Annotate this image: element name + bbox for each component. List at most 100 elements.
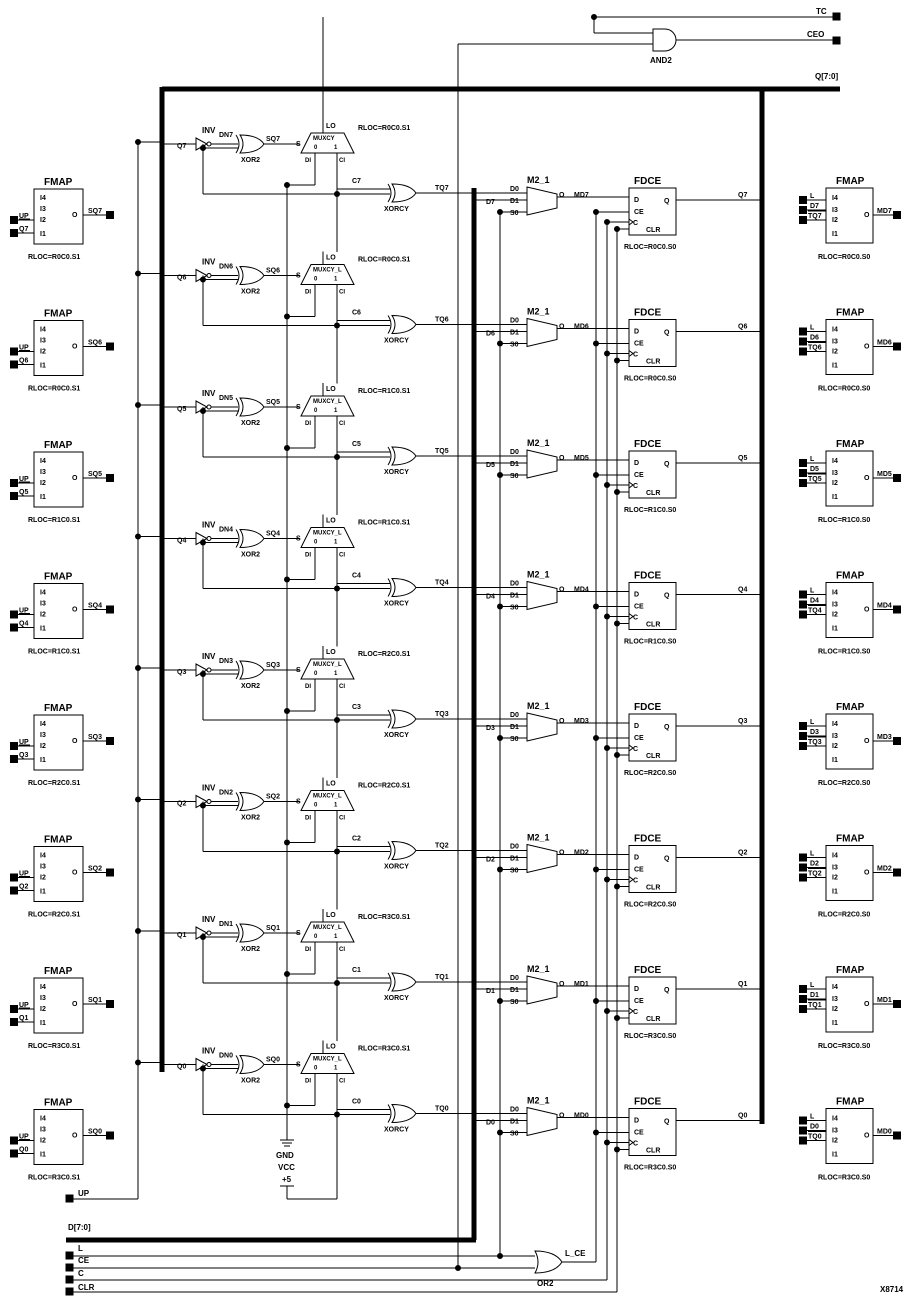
q-label: Q1 bbox=[19, 1015, 28, 1022]
md-label: MD7 bbox=[574, 192, 589, 199]
fdce-box bbox=[628, 187, 677, 236]
rloc-label: RLOC=R3C0.S0 bbox=[818, 1043, 870, 1050]
pin-label: 1 bbox=[334, 934, 338, 940]
tq-label: TQ1 bbox=[808, 1002, 822, 1009]
pin-label: S bbox=[296, 273, 301, 280]
d-label: D3 bbox=[810, 729, 819, 736]
pin-label: I1 bbox=[40, 757, 46, 764]
up-label: UP bbox=[78, 1189, 90, 1198]
carry-label: C0 bbox=[352, 1099, 361, 1106]
tq-label: TQ5 bbox=[808, 476, 822, 483]
q-label: Q6 bbox=[19, 358, 28, 365]
pin-label: I1 bbox=[40, 494, 46, 501]
carry-label: C6 bbox=[352, 310, 361, 317]
fmap-box bbox=[33, 1109, 84, 1165]
d-label: D0 bbox=[486, 1120, 495, 1127]
fmap-box bbox=[825, 187, 874, 244]
pin-label: 0 bbox=[314, 803, 318, 809]
muxcy bbox=[300, 658, 355, 680]
fmap-title: FMAP bbox=[44, 703, 73, 714]
pin-label: O bbox=[559, 981, 565, 988]
md-label: MD5 bbox=[877, 471, 892, 478]
pin-label: CE bbox=[634, 472, 644, 479]
pin-label: I2 bbox=[40, 612, 46, 619]
d-label: D1 bbox=[486, 988, 495, 995]
fmap-box bbox=[825, 713, 874, 770]
fmap-box bbox=[825, 450, 874, 507]
sq-label: SQ4 bbox=[88, 603, 102, 610]
pin-label: S bbox=[296, 930, 301, 937]
sq-output-pin bbox=[106, 1131, 114, 1140]
pin-label: Q bbox=[664, 724, 670, 731]
fdce-box bbox=[628, 450, 677, 499]
pin-label: I4 bbox=[40, 1116, 46, 1123]
pin-label: O bbox=[864, 1001, 870, 1008]
muxcy-label: MUXCY_L bbox=[313, 794, 342, 800]
l-input-pin bbox=[799, 196, 807, 204]
tq-input-pin bbox=[799, 479, 807, 487]
pin-label: DI bbox=[305, 158, 311, 164]
pin-label: D0 bbox=[510, 844, 519, 851]
pin-label: S0 bbox=[510, 605, 519, 612]
pin-label: 0 bbox=[314, 408, 318, 414]
pin-label: CLR bbox=[646, 1016, 660, 1023]
sq-output-pin bbox=[106, 605, 114, 614]
l-input-pin bbox=[799, 459, 807, 467]
m2-1-label: M2_1 bbox=[527, 307, 550, 317]
fmap-title: FMAP bbox=[836, 439, 865, 450]
rloc-label: RLOC=R0C0.S1 bbox=[28, 386, 80, 393]
tq-label: TQ5 bbox=[435, 448, 449, 455]
pin-label: I3 bbox=[832, 339, 838, 346]
xor2-gate bbox=[235, 791, 265, 812]
md-label: MD0 bbox=[877, 1129, 892, 1136]
md-label: MD2 bbox=[574, 850, 589, 857]
md-output-pin bbox=[893, 868, 901, 877]
xorcy-gate bbox=[387, 972, 417, 992]
pin-label: D0 bbox=[510, 581, 519, 588]
sq-label: SQ1 bbox=[266, 925, 280, 932]
muxcy bbox=[300, 1053, 355, 1074]
pin-label: DI bbox=[305, 553, 311, 559]
pin-label: CI bbox=[339, 421, 345, 427]
xor2-label: XOR2 bbox=[241, 289, 260, 296]
pin-label: I4 bbox=[832, 853, 838, 860]
muxcy-label: MUXCY_L bbox=[313, 662, 342, 668]
fmap-box bbox=[825, 845, 874, 901]
q-out-label: Q3 bbox=[738, 718, 747, 725]
d-label: D2 bbox=[486, 857, 495, 864]
fmap-title: FMAP bbox=[836, 571, 865, 582]
tq-label: TQ2 bbox=[435, 843, 449, 850]
m2-1-mux bbox=[526, 843, 558, 874]
q-label: Q1 bbox=[177, 932, 186, 939]
pin-label: D bbox=[634, 723, 639, 730]
fdce-label: FDCE bbox=[634, 176, 662, 187]
pin-label: S bbox=[296, 799, 301, 806]
xor2-gate bbox=[235, 528, 265, 549]
xor2-gate bbox=[235, 134, 265, 154]
mux-rloc-label: RLOC=R2C0.S1 bbox=[358, 783, 410, 790]
fdce-label: FDCE bbox=[634, 1097, 662, 1108]
vcc-label: VCC bbox=[278, 1163, 295, 1172]
xorcy-label: XORCY bbox=[384, 338, 409, 345]
pin-label: CI bbox=[339, 684, 345, 690]
up-input-pin bbox=[10, 742, 18, 750]
pin-label: D0 bbox=[510, 186, 519, 193]
up-input-pin bbox=[10, 1005, 18, 1013]
fmap-title: FMAP bbox=[836, 1097, 865, 1108]
pin-label: D bbox=[634, 1118, 639, 1125]
pin-label: Q bbox=[664, 330, 670, 337]
pin-label: S0 bbox=[510, 736, 519, 743]
pin-label: 0 bbox=[314, 671, 318, 677]
d-input-pin bbox=[799, 206, 807, 214]
fdce-box bbox=[628, 1108, 677, 1156]
fmap-title: FMAP bbox=[44, 835, 73, 846]
pin-label: D bbox=[634, 460, 639, 467]
tq-input-pin bbox=[799, 1136, 807, 1145]
